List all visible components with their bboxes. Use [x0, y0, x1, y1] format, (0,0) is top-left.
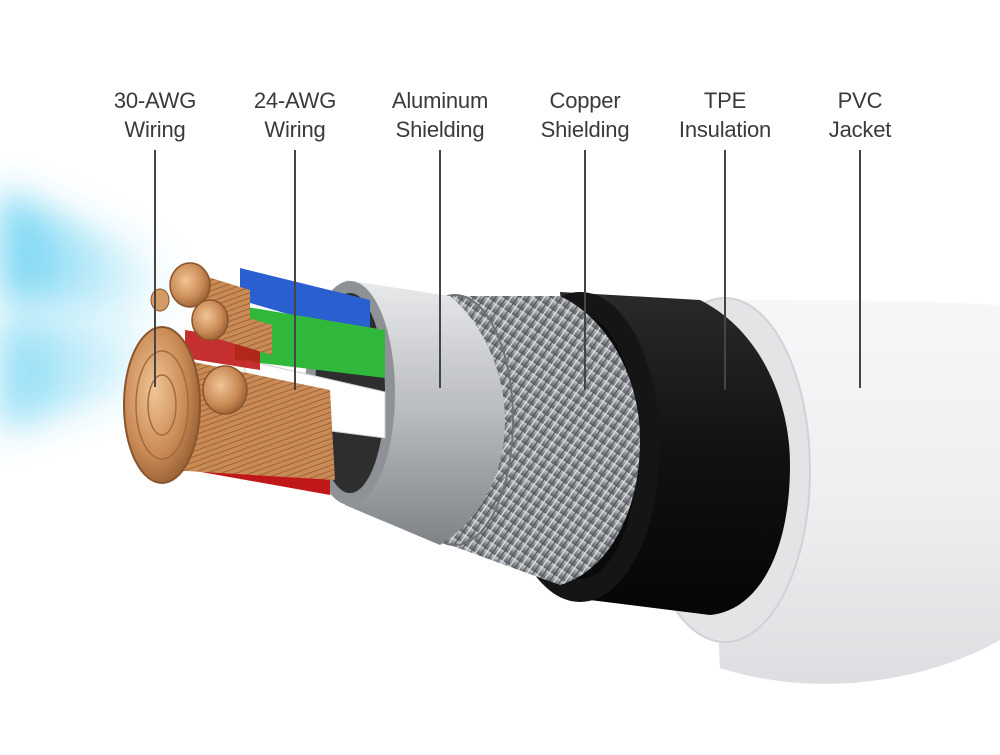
leader-line-30-awg	[154, 150, 156, 387]
leader-line-24-awg	[294, 150, 296, 390]
copper-conductors	[123, 262, 335, 484]
leader-line-tpe	[724, 150, 726, 390]
leader-line-pvc	[859, 150, 861, 388]
leader-line-copper	[584, 150, 586, 390]
light-streaks	[0, 190, 170, 430]
leader-line-aluminum	[439, 150, 441, 388]
